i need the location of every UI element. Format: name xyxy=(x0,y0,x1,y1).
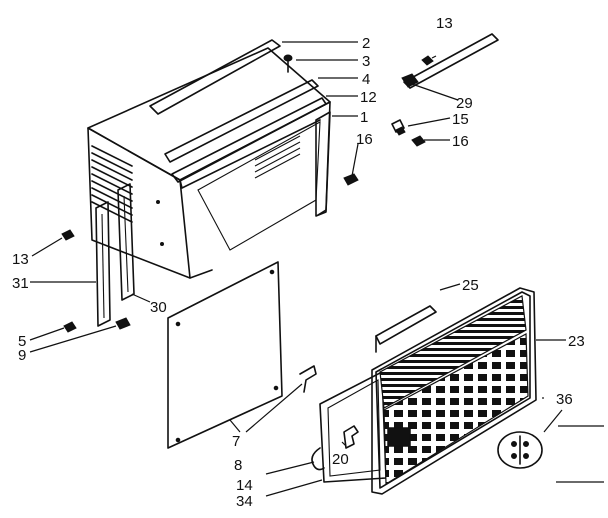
cabinet-louvers xyxy=(91,145,133,223)
label-20: 20 xyxy=(332,451,349,468)
label-16-lower: 16 xyxy=(356,131,373,148)
top-rail-4 xyxy=(164,79,319,163)
label-15: 15 xyxy=(452,111,469,128)
side-rail-29 xyxy=(401,33,499,89)
label-1: 1 xyxy=(360,109,368,126)
part-labels: 2 3 4 12 1 16 13 29 15 16 13 31 30 5 9 2… xyxy=(12,15,585,510)
control-knob-36 xyxy=(497,431,543,469)
label-29: 29 xyxy=(456,95,473,112)
mounting-bracket-31 xyxy=(95,201,111,327)
screw-3 xyxy=(283,54,293,73)
cabinet-housing xyxy=(87,47,331,279)
label-13-left: 13 xyxy=(12,251,29,268)
label-30: 30 xyxy=(150,299,167,316)
label-4: 4 xyxy=(362,71,370,88)
label-36: 36 xyxy=(556,391,573,408)
label-8: 8 xyxy=(234,457,242,474)
label-3: 3 xyxy=(362,53,370,70)
label-2: 2 xyxy=(362,35,370,52)
rear-louvers xyxy=(254,135,301,179)
leader-lines xyxy=(29,41,604,497)
screw-5 xyxy=(63,321,77,333)
front-grille-23 xyxy=(371,287,537,495)
label-31: 31 xyxy=(12,275,29,292)
label-25: 25 xyxy=(462,277,479,294)
top-rail-12 xyxy=(171,97,327,183)
filter-tab-20 xyxy=(343,425,359,449)
label-23: 23 xyxy=(568,333,585,350)
screw-16-right xyxy=(411,135,426,147)
label-13-top: 13 xyxy=(436,15,453,32)
fastener-16-lower xyxy=(343,173,359,186)
label-12: 12 xyxy=(360,89,377,106)
screw-13-left xyxy=(61,229,75,241)
deflector-25 xyxy=(375,305,437,345)
top-rail-2 xyxy=(149,39,281,115)
label-5: 5 xyxy=(18,333,26,350)
clip-8 xyxy=(299,365,317,393)
label-9: 9 xyxy=(18,347,26,364)
screw-9 xyxy=(115,317,131,330)
label-14: 14 xyxy=(236,477,253,494)
side-panel-7 xyxy=(167,261,283,449)
label-7: 7 xyxy=(232,433,240,450)
label-16-right: 16 xyxy=(452,133,469,150)
screw-13-top xyxy=(421,55,434,66)
label-34: 34 xyxy=(236,493,253,510)
side-bracket-1 xyxy=(315,111,331,217)
retainer-14 xyxy=(311,447,325,471)
mounting-bracket-30 xyxy=(117,183,135,301)
clip-15 xyxy=(391,119,406,136)
